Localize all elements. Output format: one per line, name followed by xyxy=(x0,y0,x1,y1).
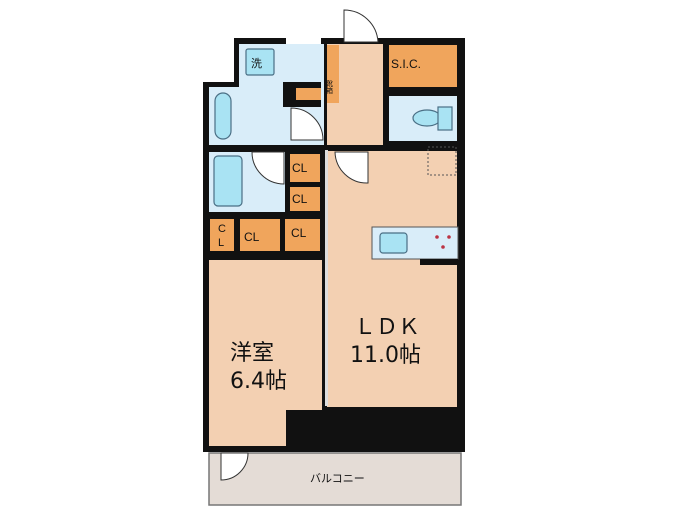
closet-label: CL xyxy=(292,161,308,175)
ldk-door xyxy=(334,151,369,184)
closet xyxy=(285,219,320,251)
shoe-box-label: 靴箱 xyxy=(326,79,334,95)
bathtub xyxy=(213,155,243,207)
toilet-tank xyxy=(437,106,453,131)
closet-label: L xyxy=(218,237,224,249)
washroom-door xyxy=(290,107,324,141)
closet-label: C xyxy=(218,223,226,235)
closet-label: CL xyxy=(291,226,307,240)
stove-burner-icon xyxy=(435,235,439,239)
closet-label: CL xyxy=(292,192,308,206)
ldk-size: 11.0帖 xyxy=(350,343,421,368)
toilet-icon xyxy=(412,109,442,127)
closet xyxy=(290,187,320,211)
closet xyxy=(210,219,234,251)
balcony-label: バルコニー xyxy=(310,472,365,485)
refrigerator-space xyxy=(427,146,457,176)
sink-icon xyxy=(214,92,232,140)
western-room-size: 6.4帖 xyxy=(230,369,287,394)
stove-burner-icon xyxy=(441,245,445,249)
kitchen-wall xyxy=(420,259,458,265)
balcony xyxy=(208,452,462,506)
sic-storage xyxy=(389,45,457,87)
stove-burner-icon xyxy=(447,235,451,239)
washing-machine-pan xyxy=(245,48,275,76)
laundry-label: 洗 xyxy=(251,57,262,70)
closet xyxy=(290,154,320,182)
shoe-box xyxy=(327,45,339,103)
small-storage xyxy=(296,88,321,100)
pillar xyxy=(286,410,322,446)
closet-label: CL xyxy=(244,230,260,244)
western-room-name: 洋室 xyxy=(230,341,274,366)
closet xyxy=(240,219,280,251)
ldk-floor xyxy=(327,151,457,407)
kitchen-sink-icon xyxy=(379,232,408,254)
entrance-door xyxy=(343,9,379,43)
balcony-door-swing xyxy=(220,452,249,481)
bathroom-door xyxy=(251,151,285,185)
ldk-name: ＬＤＫ xyxy=(354,315,420,340)
sliding-partition xyxy=(325,150,328,406)
sic-label: S.I.C. xyxy=(391,57,421,71)
